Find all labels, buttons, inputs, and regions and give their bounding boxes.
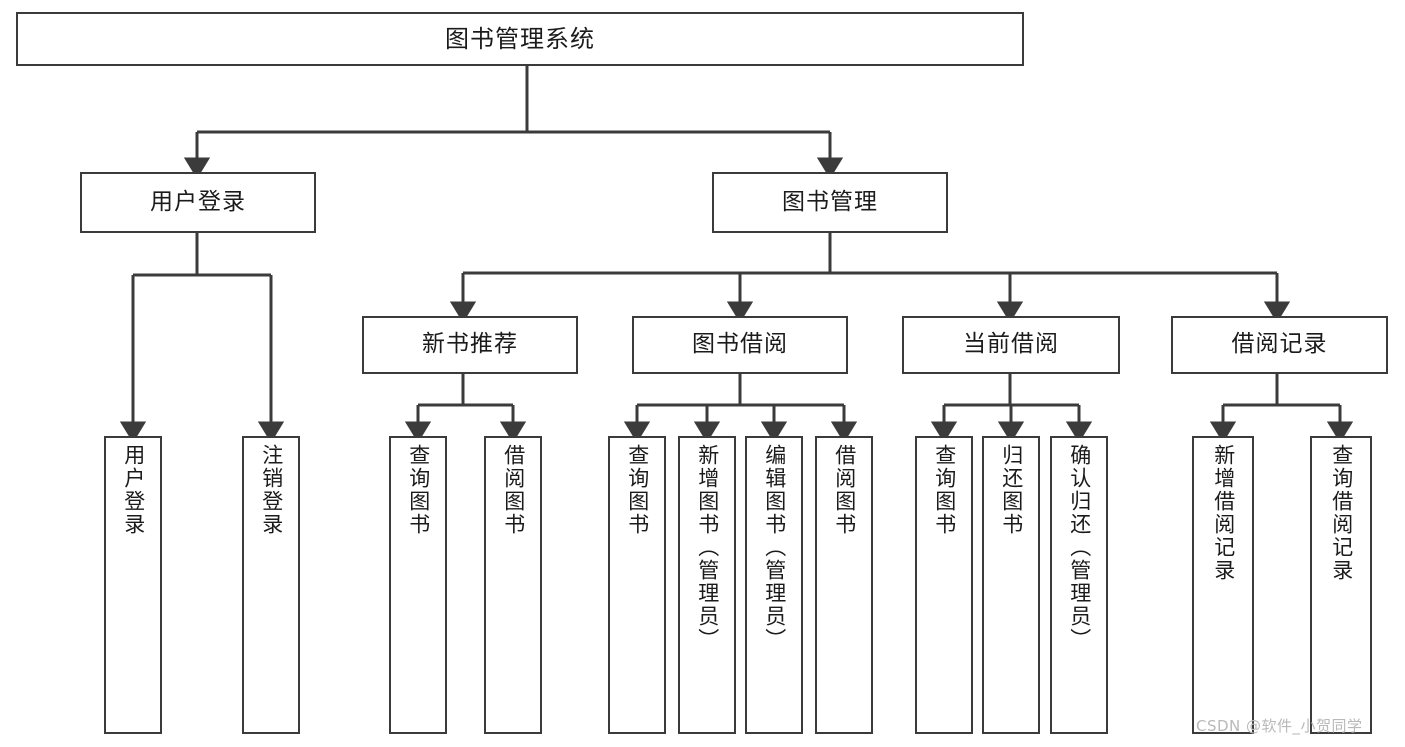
node-leaf-add-book-label: 新增图书（管理员） (695, 444, 720, 651)
node-book-management[interactable]: 图书管理 (712, 172, 948, 233)
node-leaf-add-record[interactable]: 新增借阅记录 (1192, 436, 1254, 734)
node-leaf-confirm-return[interactable]: 确认归还（管理员） (1050, 436, 1108, 734)
node-leaf-return-book[interactable]: 归还图书 (982, 436, 1040, 734)
node-leaf-query-book-1[interactable]: 查询图书 (389, 436, 447, 734)
node-borrow-record-label: 借阅记录 (1231, 331, 1328, 358)
node-leaf-query-book-2-label: 查询图书 (625, 444, 650, 536)
node-new-book-recommend-label: 新书推荐 (422, 331, 518, 358)
node-leaf-user-login-label: 用户登录 (121, 444, 146, 536)
node-current-borrow[interactable]: 当前借阅 (902, 316, 1120, 374)
node-leaf-edit-book[interactable]: 编辑图书（管理员） (745, 436, 803, 734)
node-leaf-add-record-label: 新增借阅记录 (1211, 444, 1236, 582)
node-leaf-query-book-1-label: 查询图书 (406, 444, 431, 536)
watermark: CSDN @软件_小贺同学 (1196, 717, 1363, 735)
node-leaf-confirm-return-label: 确认归还（管理员） (1067, 444, 1092, 651)
node-current-borrow-label: 当前借阅 (963, 331, 1059, 358)
node-leaf-query-book-2[interactable]: 查询图书 (608, 436, 666, 734)
node-leaf-query-record-label: 查询借阅记录 (1329, 444, 1354, 582)
node-leaf-borrow-book-1[interactable]: 借阅图书 (484, 436, 542, 734)
node-leaf-logout-label: 注销登录 (259, 444, 284, 536)
node-book-management-label: 图书管理 (782, 188, 878, 215)
node-leaf-query-record[interactable]: 查询借阅记录 (1310, 436, 1372, 734)
node-borrow-record[interactable]: 借阅记录 (1171, 316, 1388, 374)
node-leaf-borrow-book-1-label: 借阅图书 (501, 444, 526, 536)
node-root-label: 图书管理系统 (445, 24, 595, 53)
node-root[interactable]: 图书管理系统 (16, 12, 1024, 66)
node-user-login[interactable]: 用户登录 (80, 172, 316, 233)
node-user-login-label: 用户登录 (150, 188, 246, 215)
node-leaf-borrow-book-2[interactable]: 借阅图书 (815, 436, 873, 734)
node-leaf-borrow-book-2-label: 借阅图书 (832, 444, 857, 536)
node-book-borrow[interactable]: 图书借阅 (632, 316, 848, 374)
node-book-borrow-label: 图书借阅 (692, 331, 788, 358)
node-leaf-query-book-3-label: 查询图书 (932, 444, 957, 536)
node-new-book-recommend[interactable]: 新书推荐 (362, 316, 578, 374)
node-leaf-query-book-3[interactable]: 查询图书 (915, 436, 973, 734)
node-leaf-return-book-label: 归还图书 (999, 444, 1024, 536)
node-leaf-edit-book-label: 编辑图书（管理员） (762, 444, 787, 651)
node-leaf-logout[interactable]: 注销登录 (242, 436, 300, 734)
node-leaf-add-book[interactable]: 新增图书（管理员） (678, 436, 736, 734)
node-leaf-user-login[interactable]: 用户登录 (104, 436, 162, 734)
